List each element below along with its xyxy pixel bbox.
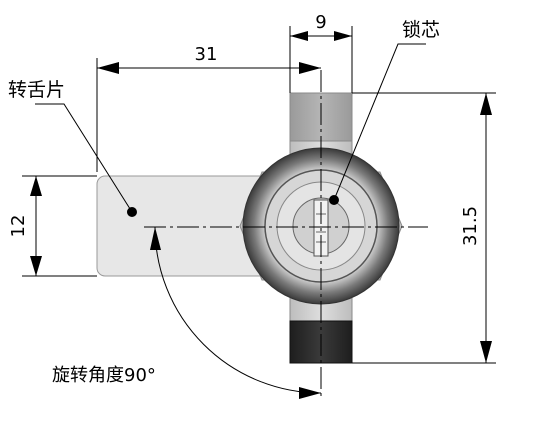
- core-leader: [333, 43, 426, 201]
- label-tongue: 转舌片: [8, 79, 65, 101]
- rotation-arc: [154, 226, 322, 394]
- rotation-arc-arrow-end: [299, 387, 321, 399]
- label-rotation: 旋转角度90°: [52, 365, 156, 386]
- dim-31-arrow-left: [97, 62, 119, 74]
- label-core: 锁芯: [402, 19, 440, 41]
- dim-9-arrow-left: [290, 31, 308, 41]
- dim-12-text: 12: [8, 215, 29, 238]
- rotation-arc-arrow-top: [150, 227, 161, 250]
- dim-31-5-arrow-bottom: [480, 341, 492, 363]
- tongue-leader: [35, 103, 133, 213]
- dim-31-5-text: 31.5: [460, 206, 481, 246]
- dim-9-arrow-right: [334, 31, 352, 41]
- dim-12-arrow-top: [30, 176, 42, 196]
- dim-31-arrow-right: [299, 62, 321, 74]
- dim-31-text: 31: [195, 44, 218, 65]
- dim-31-5-arrow-top: [480, 93, 492, 115]
- dim-9-text: 9: [315, 12, 326, 33]
- dim-12-arrow-bottom: [30, 256, 42, 276]
